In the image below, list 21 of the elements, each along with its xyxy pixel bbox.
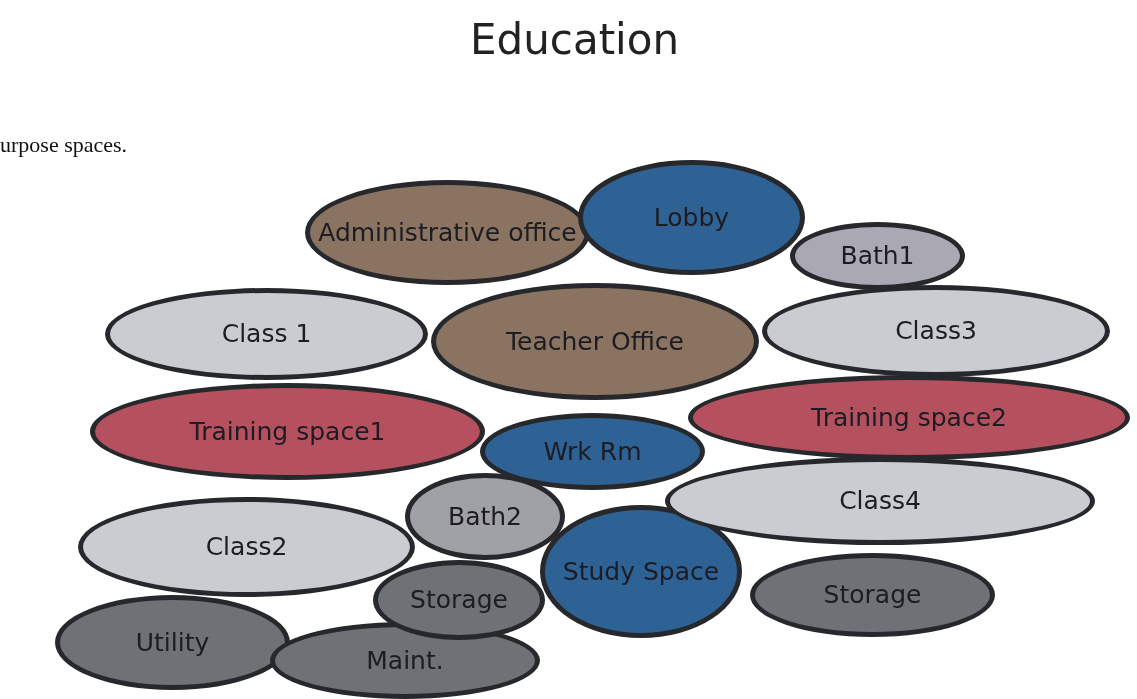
room-label: Study Space (561, 557, 721, 586)
room-label: Training space2 (810, 403, 1008, 432)
room-label: Maint. (365, 646, 445, 675)
diagram-title: Education (470, 15, 680, 64)
cut-off-note: urpose spaces. (0, 132, 128, 158)
room-label: Storage (822, 581, 923, 609)
room-label: Class4 (838, 487, 922, 515)
room-label: Lobby (652, 203, 731, 232)
room-label: Utility (134, 628, 211, 657)
room-label: Class2 (204, 533, 289, 561)
room-label: Class 1 (220, 320, 313, 348)
room-label: Bath2 (447, 502, 523, 531)
room-label: Training space1 (188, 417, 387, 446)
room-ellipse (373, 560, 545, 640)
room-label: Wrk Rm (542, 437, 643, 466)
room-label: Teacher Office (505, 327, 685, 356)
room-label: Storage (409, 586, 509, 614)
room-label: Administrative office (317, 218, 578, 247)
room-label: Class3 (894, 317, 978, 345)
room-label: Bath1 (839, 242, 916, 270)
room-ellipse (405, 473, 565, 560)
